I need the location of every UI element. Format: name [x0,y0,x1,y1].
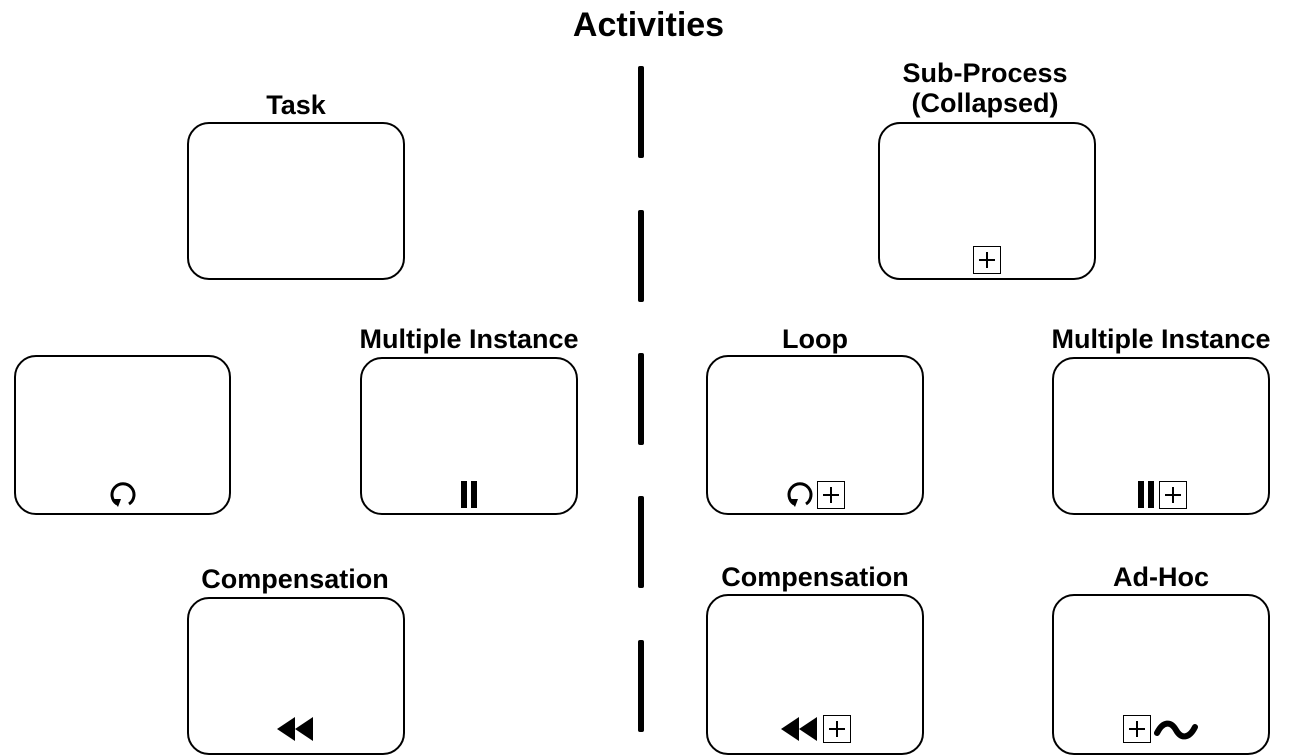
adhoc-label: Ad-Hoc [1113,562,1209,592]
diagram-title: Activities [572,6,725,44]
adhoc-subprocess-shape [1052,594,1270,755]
loop-task-shape [14,355,231,515]
task-shape [187,122,405,280]
multi-instance-subprocess-markers [1054,479,1268,509]
plus-box-icon [1159,481,1187,509]
loop-icon [785,477,815,509]
adhoc-markers [1054,715,1268,743]
multi-instance-markers [362,479,576,509]
multi-instance-subprocess-shape [1052,357,1270,515]
loop-subprocess-shape [706,355,924,515]
multi-instance-task-shape [360,357,578,515]
compensation-task-shape [187,597,405,755]
multi-instance-subprocess-label: Multiple Instance [1051,324,1271,354]
subprocess-label: Sub-Process (Collapsed) [860,58,1110,118]
compensation-subprocess-shape [706,594,924,755]
plus-box-icon [1123,715,1151,743]
compensation-subprocess-markers [708,715,922,743]
compensation-icon [275,715,317,743]
task-label: Task [266,90,326,120]
divider-dash [638,66,644,158]
compensation-subprocess-label: Compensation [721,562,909,592]
subprocess-shape [878,122,1096,280]
tilde-icon [1153,717,1199,743]
compensation-markers [189,715,403,743]
loop-task-markers [16,477,229,509]
loop-label: Loop [782,324,848,354]
multi-instance-icon [458,479,480,509]
divider-dash [638,496,644,588]
divider-dash [638,353,644,445]
compensation-icon [779,715,821,743]
compensation-label: Compensation [201,564,389,594]
loop-subprocess-markers [708,477,922,509]
plus-box-icon [823,715,851,743]
divider-dash [638,210,644,302]
multi-instance-icon [1135,479,1157,509]
subprocess-label-line2: (Collapsed) [911,88,1059,118]
plus-box-icon [817,481,845,509]
subprocess-markers [880,246,1094,274]
divider-dash [638,640,644,732]
loop-icon [108,477,138,509]
subprocess-label-line1: Sub-Process [902,58,1068,88]
multi-instance-label: Multiple Instance [359,324,579,354]
plus-box-icon [973,246,1001,274]
